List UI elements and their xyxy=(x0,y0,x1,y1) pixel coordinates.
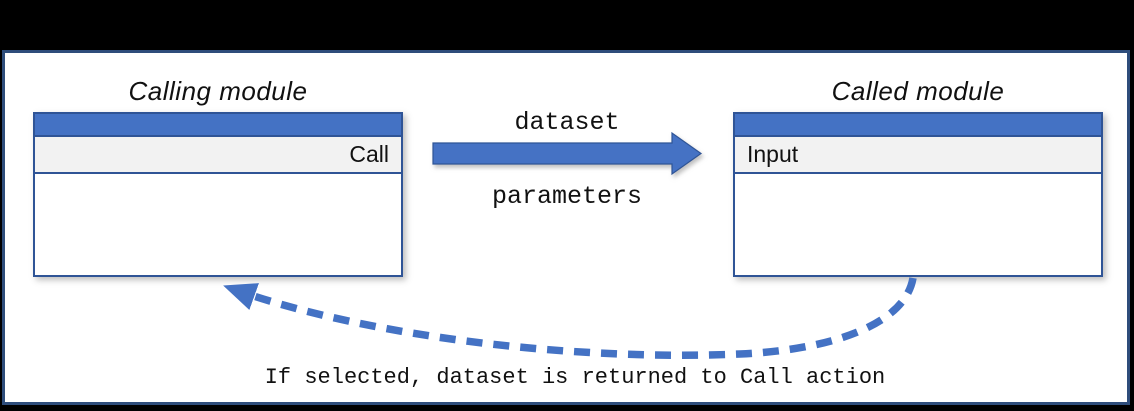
return-note: If selected, dataset is returned to Call… xyxy=(264,365,886,390)
call-action-label: Call xyxy=(349,141,389,167)
calling-module-action-row: Call xyxy=(35,137,401,174)
calling-module-body xyxy=(35,174,401,275)
called-module-box: Input xyxy=(733,112,1103,277)
called-module-title: Called module xyxy=(831,76,1005,106)
input-action-label: Input xyxy=(747,141,799,167)
dataset-label: dataset xyxy=(514,108,620,137)
called-module-input-row: Input xyxy=(735,137,1101,174)
parameters-label: parameters xyxy=(491,182,643,211)
called-module-body xyxy=(735,174,1101,275)
calling-module-box: Call xyxy=(33,112,403,277)
calling-module-header-bar xyxy=(35,114,401,137)
calling-module-title: Calling module xyxy=(128,76,308,106)
called-module-header-bar xyxy=(735,114,1101,137)
